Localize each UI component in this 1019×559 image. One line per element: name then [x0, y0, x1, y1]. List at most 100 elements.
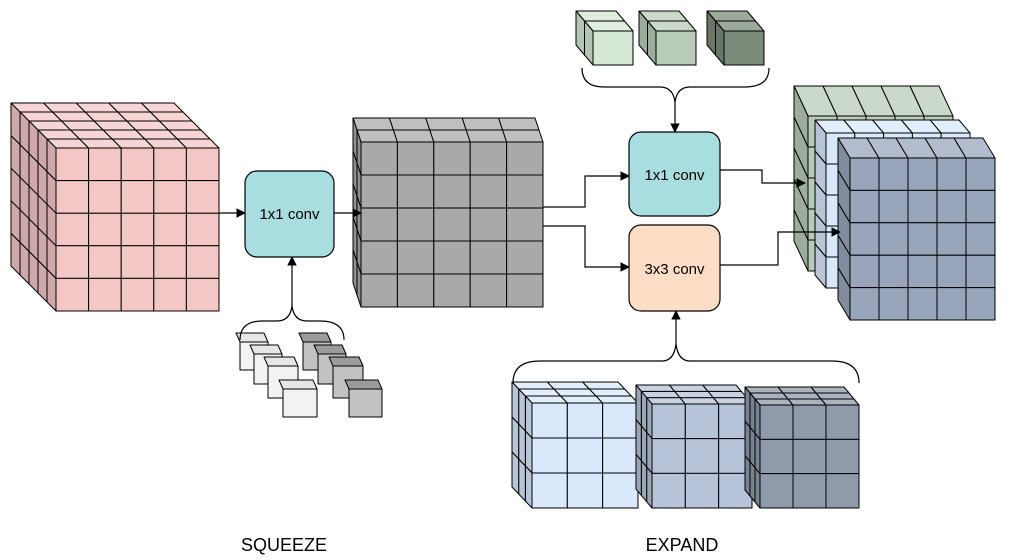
front-face-cell: [120, 245, 155, 279]
front-face-cell: [878, 222, 909, 256]
filter-top-cell: [344, 379, 383, 390]
front-face-cell: [153, 147, 187, 182]
front-face-cell: [936, 287, 967, 321]
top-face-cell: [388, 117, 431, 131]
expand-1x1-filter-dark: [706, 10, 765, 66]
expand-1x1-conv-label: 1x1 conv: [644, 167, 705, 184]
output-tensor: [837, 137, 996, 321]
front-face-cell: [907, 189, 938, 224]
front-face-cell: [907, 157, 938, 191]
filter-top-cell: [313, 344, 347, 355]
front-face-cell: [185, 147, 220, 182]
top-face-cell: [679, 397, 720, 405]
front-face-cell: [88, 245, 122, 279]
front-face-cell: [759, 438, 794, 475]
front-face-cell: [878, 189, 909, 224]
front-face-cell: [469, 273, 508, 308]
side-face-cell: [352, 249, 358, 296]
front-face-cell: [185, 277, 220, 312]
front-face-cell: [684, 438, 720, 474]
side-face-cell: [749, 461, 756, 503]
front-face-cell: [878, 287, 909, 321]
front-face-cell: [936, 157, 967, 191]
expand-3x3-filter-light: [511, 381, 639, 509]
top-face-cell: [640, 390, 681, 399]
front-face-cell: [936, 254, 967, 289]
squeeze-caption: SQUEEZE: [241, 535, 327, 555]
front-face-cell: [825, 438, 860, 475]
expand-3x3-conv-box: 3x3 conv: [628, 224, 721, 312]
side-face-cell: [646, 466, 653, 509]
top-face-cell: [588, 388, 632, 397]
top-face-cell: [777, 386, 817, 394]
side-face-cell: [575, 10, 585, 56]
front-face-cell: [651, 472, 686, 509]
front-face-cell: [360, 207, 398, 242]
front-face-cell: [469, 240, 508, 275]
front-face-cell: [469, 141, 508, 176]
front-face-cell: [360, 174, 398, 209]
front-face-cell: [849, 287, 880, 321]
top-face-cell: [815, 392, 855, 400]
filter-top-cell: [328, 356, 364, 367]
top-face-cell: [702, 384, 742, 392]
front-face-cell: [936, 189, 967, 224]
top-face-cell: [674, 390, 714, 399]
front-face-cell: [965, 287, 996, 321]
top-face-cell: [356, 129, 398, 143]
front-face-cell: [965, 254, 996, 289]
top-face-cell: [820, 398, 860, 406]
top-face-cell: [461, 117, 504, 131]
front-face-cell: [433, 141, 471, 176]
front-face-cell: [396, 174, 435, 209]
front-face-cell: [792, 404, 827, 440]
top-face-cell: [646, 397, 686, 405]
expand-1x1-conv-box: 1x1 conv: [628, 131, 721, 217]
front-face-cell: [602, 402, 639, 439]
front-face-cell: [684, 472, 720, 509]
front-face-cell: [88, 212, 122, 247]
front-face-cell: [360, 240, 398, 275]
front-face-cell: [759, 404, 794, 440]
squeeze-filter-light: [235, 332, 318, 418]
filter-cell: [348, 388, 383, 418]
front-face-cell: [88, 180, 122, 214]
front-face-cell: [849, 157, 880, 191]
expand-1x1-filter-mid: [638, 10, 697, 66]
front-face-cell: [878, 157, 909, 191]
front-face-cell: [360, 141, 398, 176]
side-face-cell: [640, 460, 648, 503]
side-face-cell: [754, 467, 761, 509]
front-face-cell: [792, 438, 827, 475]
front-face-cell: [55, 147, 90, 182]
front-face-cell: [936, 222, 967, 256]
top-face-cell: [668, 384, 709, 392]
top-face-cell: [425, 117, 467, 131]
front-face-cell: [433, 174, 471, 209]
squeeze-to-expand-1x1-arrow: [543, 171, 630, 208]
side-face-cell: [10, 232, 21, 276]
front-face-cell: [120, 147, 155, 182]
top-face-cell: [582, 381, 626, 390]
squeeze-1x1-conv-box: 1x1 conv: [244, 170, 335, 258]
side-face-cell: [754, 432, 761, 475]
front-face-cell: [153, 212, 187, 247]
top-face-cell: [754, 398, 794, 406]
front-face-cell: [185, 180, 220, 214]
front-face-cell: [506, 141, 544, 176]
front-face-cell: [153, 277, 187, 312]
top-face-cell: [707, 390, 748, 399]
front-face-cell: [396, 141, 435, 176]
front-face-cell: [759, 473, 794, 509]
expand-1x1-filter-light: [575, 10, 634, 66]
side-face-cell: [744, 455, 751, 497]
front-face-cell: [602, 437, 639, 474]
squeeze-output-tensor: [352, 117, 544, 308]
filter-top-cell: [278, 379, 318, 390]
side-face-cell: [635, 453, 642, 496]
front-face-cell: [88, 147, 122, 182]
front-face-cell: [506, 240, 544, 275]
top-face-cell: [140, 102, 184, 113]
top-face-cell: [498, 117, 540, 131]
expand-3x3-filters-brace: [512, 343, 860, 384]
